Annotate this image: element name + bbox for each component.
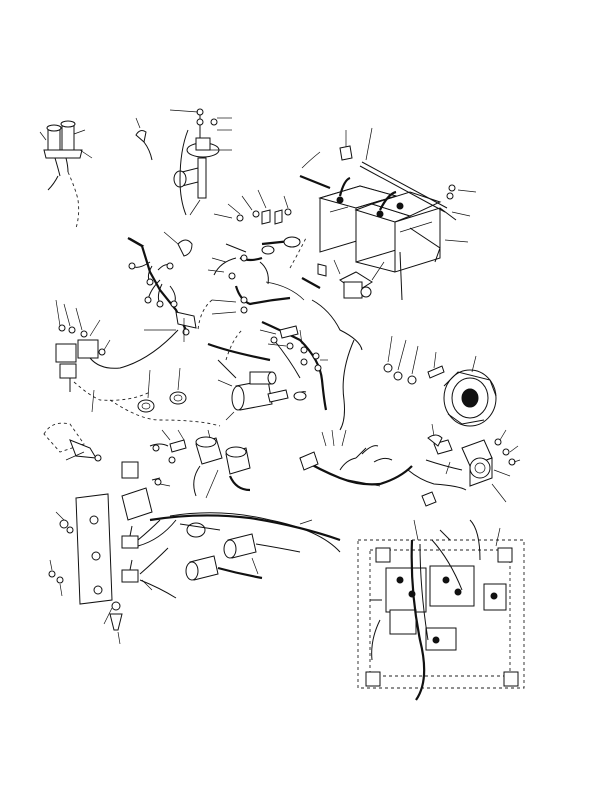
lamp-sockets <box>185 522 301 581</box>
solenoid-relays <box>149 429 251 499</box>
mounting-clip <box>135 117 153 161</box>
battery-switch <box>301 259 385 299</box>
instrument-panel <box>357 519 525 701</box>
harness-connector-left <box>43 422 102 462</box>
routing-dashes <box>109 237 307 427</box>
mounting-plate <box>48 493 113 605</box>
fastener-cluster <box>213 189 292 225</box>
battery-cable <box>207 236 305 315</box>
wiring-harness-left <box>127 237 197 342</box>
wire-clip <box>427 423 443 447</box>
bolts-bottom <box>103 601 123 645</box>
flasher-module <box>121 461 171 521</box>
sender-wire <box>179 129 189 216</box>
fuel-sender-unit <box>169 108 232 216</box>
cable-clamp <box>163 231 193 257</box>
switch-wiring <box>149 512 341 553</box>
backup-alarm <box>407 429 521 507</box>
relay-group <box>55 299 179 413</box>
battery-assembly <box>299 127 477 301</box>
starter-motor <box>207 342 307 421</box>
wiring-harness-center <box>299 429 413 487</box>
alternator <box>443 355 497 427</box>
toggle-switches <box>121 519 177 599</box>
main-cable <box>259 299 363 431</box>
right-fasteners <box>383 335 445 385</box>
horn-assembly <box>39 120 93 229</box>
grommets <box>137 367 187 413</box>
